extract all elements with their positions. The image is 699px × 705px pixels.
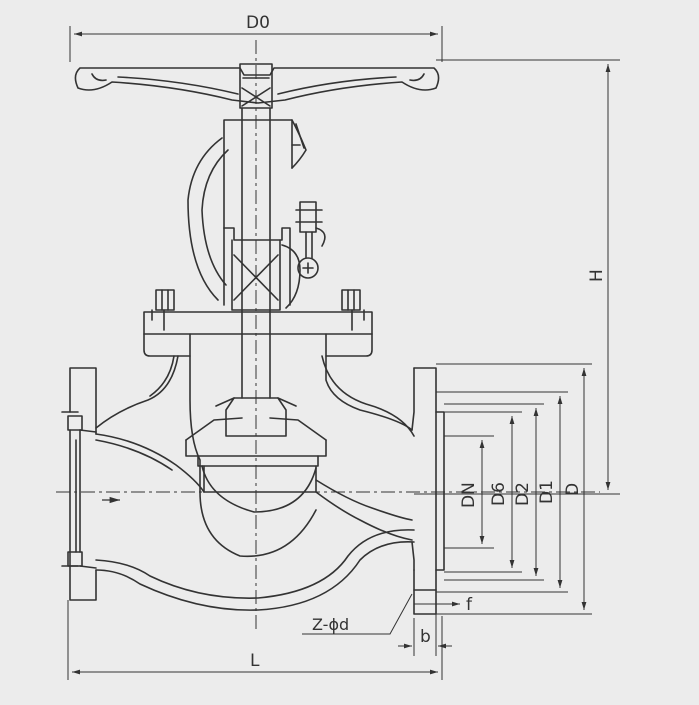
- handwheel: [74, 63, 440, 109]
- label-d6: D6: [489, 482, 509, 506]
- bonnet-flange: [143, 289, 373, 357]
- label-d1: D1: [537, 480, 557, 504]
- valve-stem: [241, 107, 271, 399]
- left-flange: [61, 367, 97, 601]
- right-flange: [411, 367, 445, 615]
- center-lines: [56, 40, 600, 630]
- label-d: D: [563, 483, 583, 496]
- gland-bolt: [295, 201, 326, 279]
- label-dn: DN: [459, 482, 479, 508]
- label-h: H: [587, 269, 607, 282]
- label-f: f: [466, 595, 473, 615]
- label-d0: D0: [246, 13, 270, 33]
- label-l: L: [250, 651, 260, 671]
- label-z-phi-d: Z-ϕd: [312, 615, 349, 634]
- label-d2: D2: [513, 482, 533, 506]
- valve-body: [95, 355, 415, 611]
- label-b: b: [420, 627, 431, 647]
- dimension-lines: [67, 26, 620, 680]
- yoke: [187, 119, 307, 311]
